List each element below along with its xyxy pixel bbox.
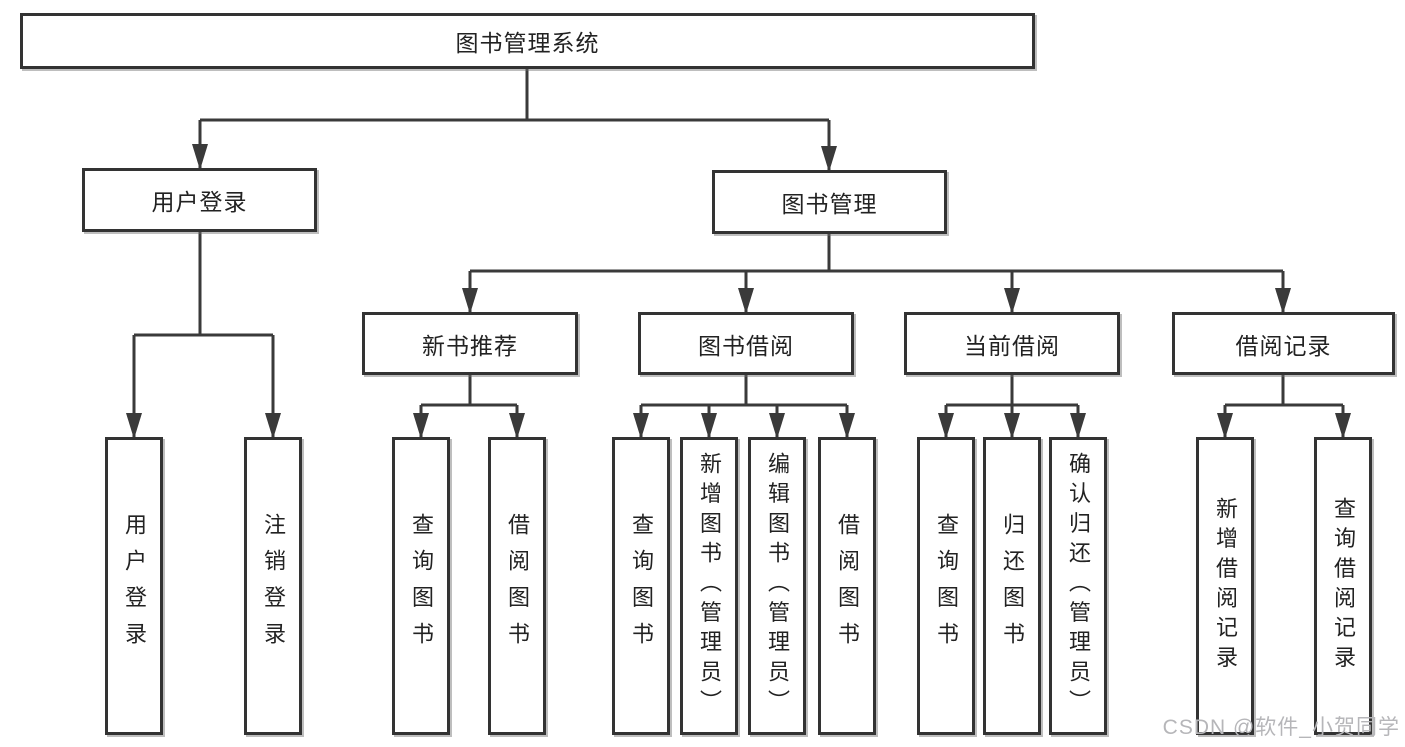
node-label: 确认归还（管理员） [1066, 452, 1091, 720]
leaf-query-books-1: 查询图书 [392, 437, 450, 735]
node-label: 借阅记录 [1235, 332, 1332, 359]
edge-book-management-trunk [470, 234, 1283, 273]
leaf-return-book: 归还图书 [983, 437, 1041, 735]
node-user-login: 用户登录 [82, 168, 317, 232]
node-label: 用户登录 [122, 513, 147, 659]
leaf-query-books-3: 查询图书 [917, 437, 975, 735]
node-label: 归还图书 [1000, 513, 1025, 659]
node-label: 查询图书 [409, 513, 434, 659]
node-label: 图书借阅 [698, 332, 794, 359]
node-label: 图书管理系统 [455, 30, 600, 56]
leaf-query-borrow-record: 查询借阅记录 [1314, 437, 1372, 735]
leaf-user-login: 用户登录 [105, 437, 163, 735]
edge-book-borrow-trunk [641, 375, 847, 407]
node-label: 编辑图书（管理员） [765, 452, 790, 720]
edge-current-borrow-trunk [946, 375, 1078, 407]
node-label: 新书推荐 [422, 332, 518, 359]
node-label: 用户登录 [151, 189, 248, 215]
node-new-book-recommend: 新书推荐 [362, 312, 578, 375]
node-label: 查询借阅记录 [1331, 496, 1356, 676]
node-label: 当前借阅 [964, 332, 1060, 359]
watermark-text: CSDN @软件_小贺同学 [1162, 716, 1400, 739]
node-label: 查询图书 [629, 513, 654, 659]
node-library-management-system: 图书管理系统 [20, 13, 1035, 69]
leaf-edit-book-admin: 编辑图书（管理员） [748, 437, 806, 735]
node-label: 新增借阅记录 [1213, 496, 1238, 676]
edge-root-trunk [200, 69, 829, 122]
node-borrow-records: 借阅记录 [1172, 312, 1395, 375]
node-book-borrow: 图书借阅 [638, 312, 854, 375]
leaf-add-borrow-record: 新增借阅记录 [1196, 437, 1254, 735]
edge-user-login-trunk [134, 232, 273, 337]
node-label: 借阅图书 [835, 513, 860, 659]
node-book-management: 图书管理 [712, 170, 947, 234]
leaf-logout-login: 注销登录 [244, 437, 302, 735]
leaf-add-book-admin: 新增图书（管理员） [680, 437, 738, 735]
edge-borrow-records-trunk [1225, 375, 1343, 407]
node-label: 图书管理 [781, 191, 878, 217]
node-label: 新增图书（管理员） [697, 452, 722, 720]
leaf-query-books-2: 查询图书 [612, 437, 670, 735]
leaf-confirm-return-admin: 确认归还（管理员） [1049, 437, 1107, 735]
leaf-borrow-books-2: 借阅图书 [818, 437, 876, 735]
edge-new-book-trunk [421, 375, 517, 407]
node-label: 注销登录 [261, 513, 286, 659]
node-label: 借阅图书 [505, 513, 530, 659]
node-current-borrow: 当前借阅 [904, 312, 1120, 375]
leaf-borrow-books-1: 借阅图书 [488, 437, 546, 735]
node-label: 查询图书 [934, 513, 959, 659]
